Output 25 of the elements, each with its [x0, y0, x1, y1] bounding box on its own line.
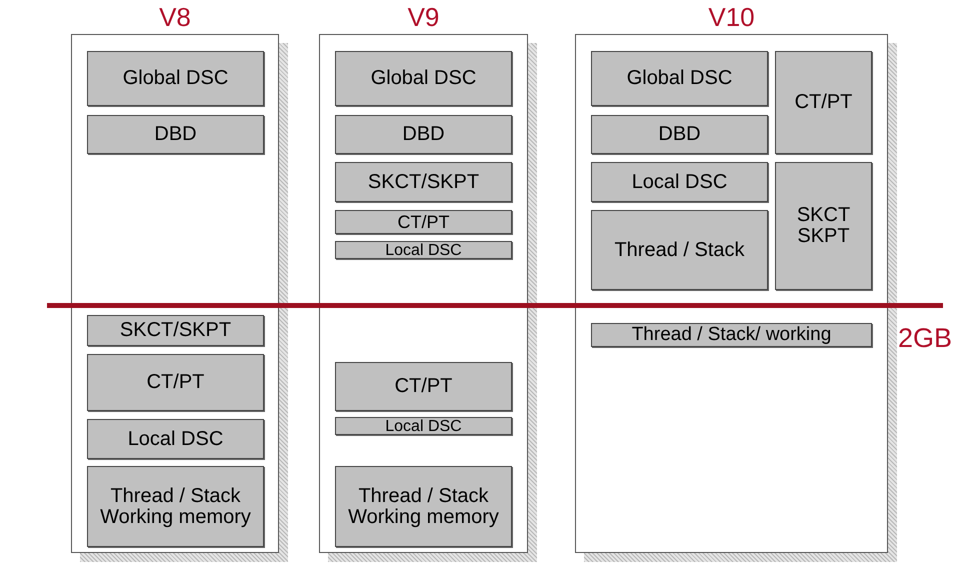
memory-block: DBD — [335, 115, 512, 154]
memory-block: CT/PT — [87, 354, 264, 411]
boundary-label: 2GB — [898, 323, 952, 353]
memory-block: Global DSC — [591, 51, 768, 106]
memory-block: CT/PT — [335, 362, 512, 411]
version-title: V10 — [707, 2, 756, 32]
memory-block: DBD — [591, 115, 768, 154]
memory-block: SKCT SKPT — [775, 162, 872, 290]
memory-block: SKCT/SKPT — [87, 315, 264, 346]
memory-block: CT/PT — [335, 210, 512, 234]
memory-block: Thread / Stack Working memory — [335, 466, 512, 547]
memory-block: CT/PT — [775, 51, 872, 154]
memory-block: Global DSC — [87, 51, 264, 106]
memory-block: DBD — [87, 115, 264, 154]
memory-block: Local DSC — [87, 419, 264, 459]
memory-block: Local DSC — [335, 241, 512, 259]
memory-block: Thread / Stack — [591, 210, 768, 290]
memory-block: Thread / Stack Working memory — [87, 466, 264, 547]
memory-block: Local DSC — [335, 417, 512, 435]
memory-block: Thread / Stack/ working — [591, 323, 872, 347]
memory-block: Local DSC — [591, 162, 768, 202]
memory-block: SKCT/SKPT — [335, 162, 512, 202]
version-title: V8 — [158, 2, 192, 32]
memory-block: Global DSC — [335, 51, 512, 106]
version-title: V9 — [406, 2, 440, 32]
